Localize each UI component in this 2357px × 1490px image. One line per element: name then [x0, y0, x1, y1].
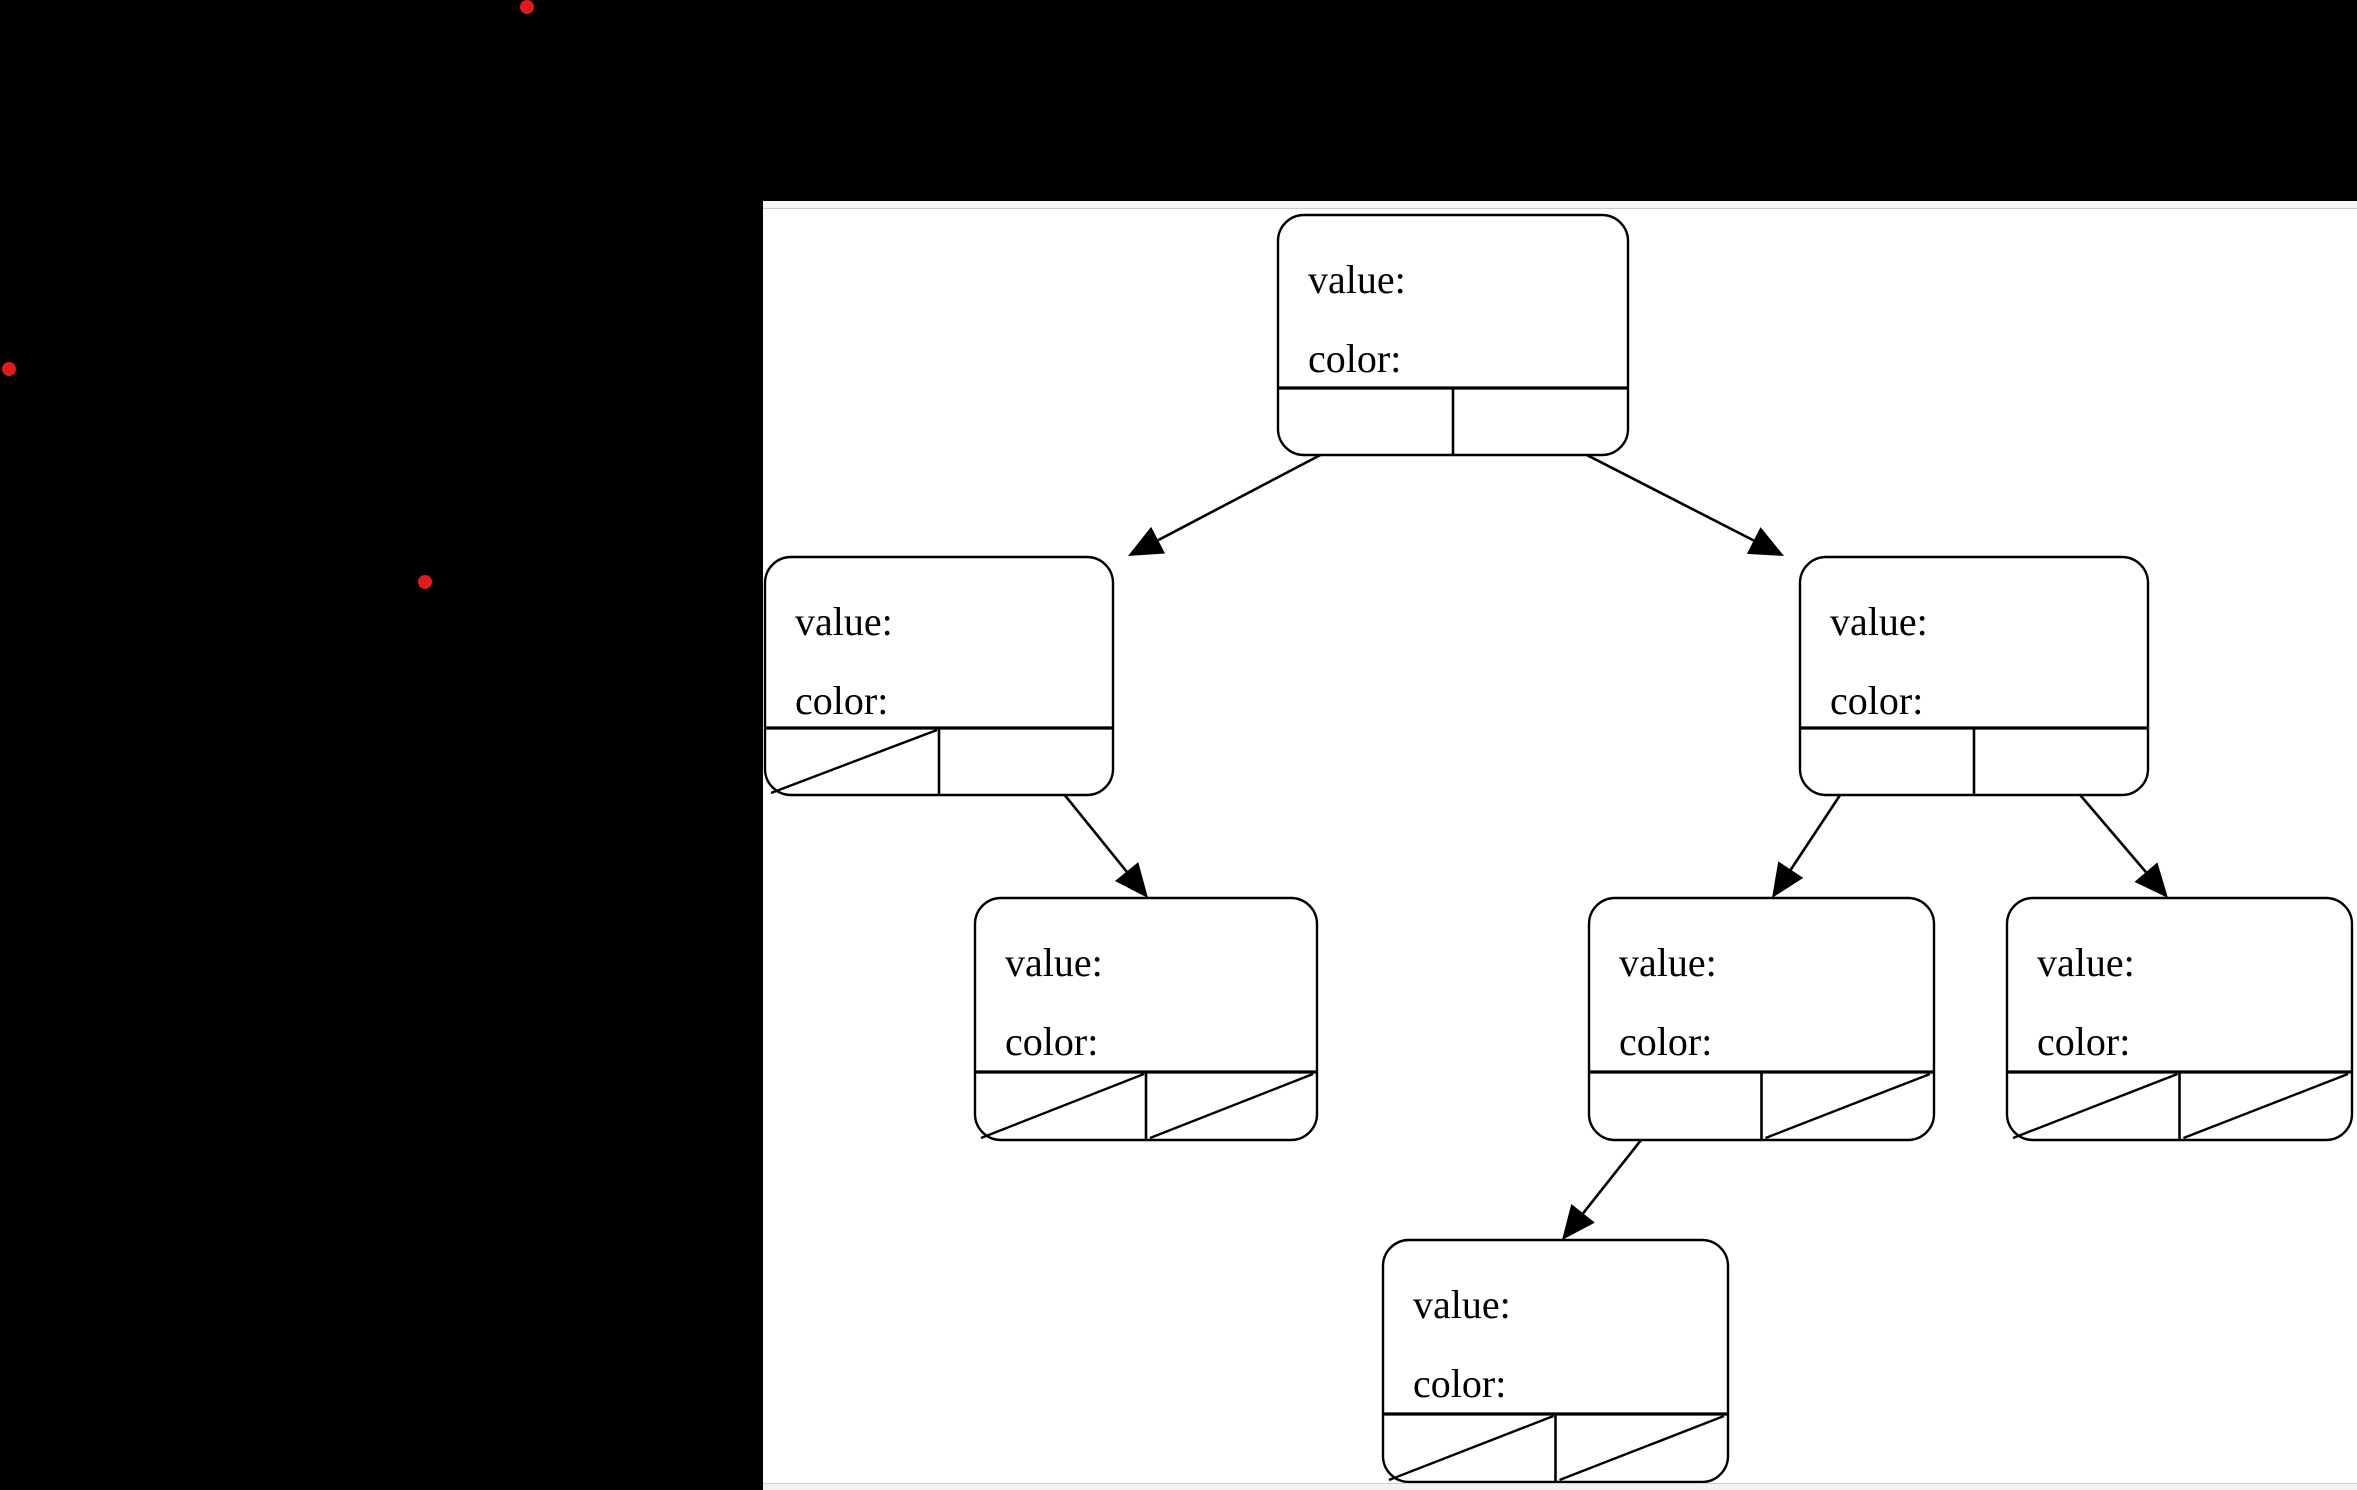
node-value-label: value:	[1308, 257, 1406, 302]
node-value-label: value:	[1619, 940, 1717, 985]
left-null-slash	[2012, 1072, 2178, 1140]
tree-node-leaf-b[interactable]: value: color:	[1587, 896, 1936, 1142]
node-color-label: color:	[1619, 1019, 1712, 1064]
node-color-label: color:	[1308, 336, 1401, 381]
node-color-label: color:	[1830, 678, 1923, 723]
node-color-label: color:	[1413, 1361, 1506, 1406]
node-color-label: color:	[2037, 1019, 2130, 1064]
tree-node-right-child[interactable]: value: color:	[1798, 555, 2150, 797]
canvas-top-strip	[763, 201, 2357, 209]
node-value-label: value:	[2037, 940, 2135, 985]
marker-mid-dot	[418, 575, 432, 589]
node-color-label: color:	[1005, 1019, 1098, 1064]
node-color-label: color:	[795, 678, 888, 723]
node-value-label: value:	[1005, 940, 1103, 985]
marker-top-dot	[520, 0, 534, 14]
tree-node-root[interactable]: value: color:	[1276, 213, 1630, 457]
edge-arrowhead	[1772, 861, 1804, 898]
left-null-slash	[1388, 1414, 1554, 1482]
left-null-slash	[980, 1072, 1145, 1140]
right-null-slash	[2183, 1072, 2349, 1140]
marker-left-dot	[2, 362, 16, 376]
edge-arrowhead	[1562, 1204, 1595, 1240]
edge-arrowhead	[1746, 527, 1784, 556]
tree-node-leaf-a[interactable]: value: color:	[973, 896, 1319, 1142]
edge-arrowhead	[2134, 862, 2168, 898]
tree-node-leaf-c[interactable]: value: color:	[2005, 896, 2354, 1142]
right-null-slash	[1765, 1072, 1931, 1140]
right-null-slash	[1149, 1072, 1314, 1140]
right-null-slash	[1559, 1414, 1725, 1482]
node-layer: value:color:value:color:value:color:valu…	[763, 213, 2354, 1484]
edge-arrowhead	[1114, 862, 1148, 898]
edge-arrowhead	[1128, 526, 1166, 556]
canvas-bottom-strip	[763, 1483, 2357, 1490]
diagram-canvas[interactable]: value:color:value:color:value:color:valu…	[763, 201, 2357, 1490]
tree-node-leaf-d[interactable]: value: color:	[1381, 1238, 1730, 1484]
node-value-label: value:	[1413, 1282, 1511, 1327]
node-value-label: value:	[795, 599, 893, 644]
tree-diagram[interactable]: value:color:value:color:value:color:valu…	[763, 201, 2357, 1490]
left-null-slash	[770, 728, 938, 795]
tree-node-left-child[interactable]: value: color:	[763, 555, 1115, 797]
node-value-label: value:	[1830, 599, 1928, 644]
